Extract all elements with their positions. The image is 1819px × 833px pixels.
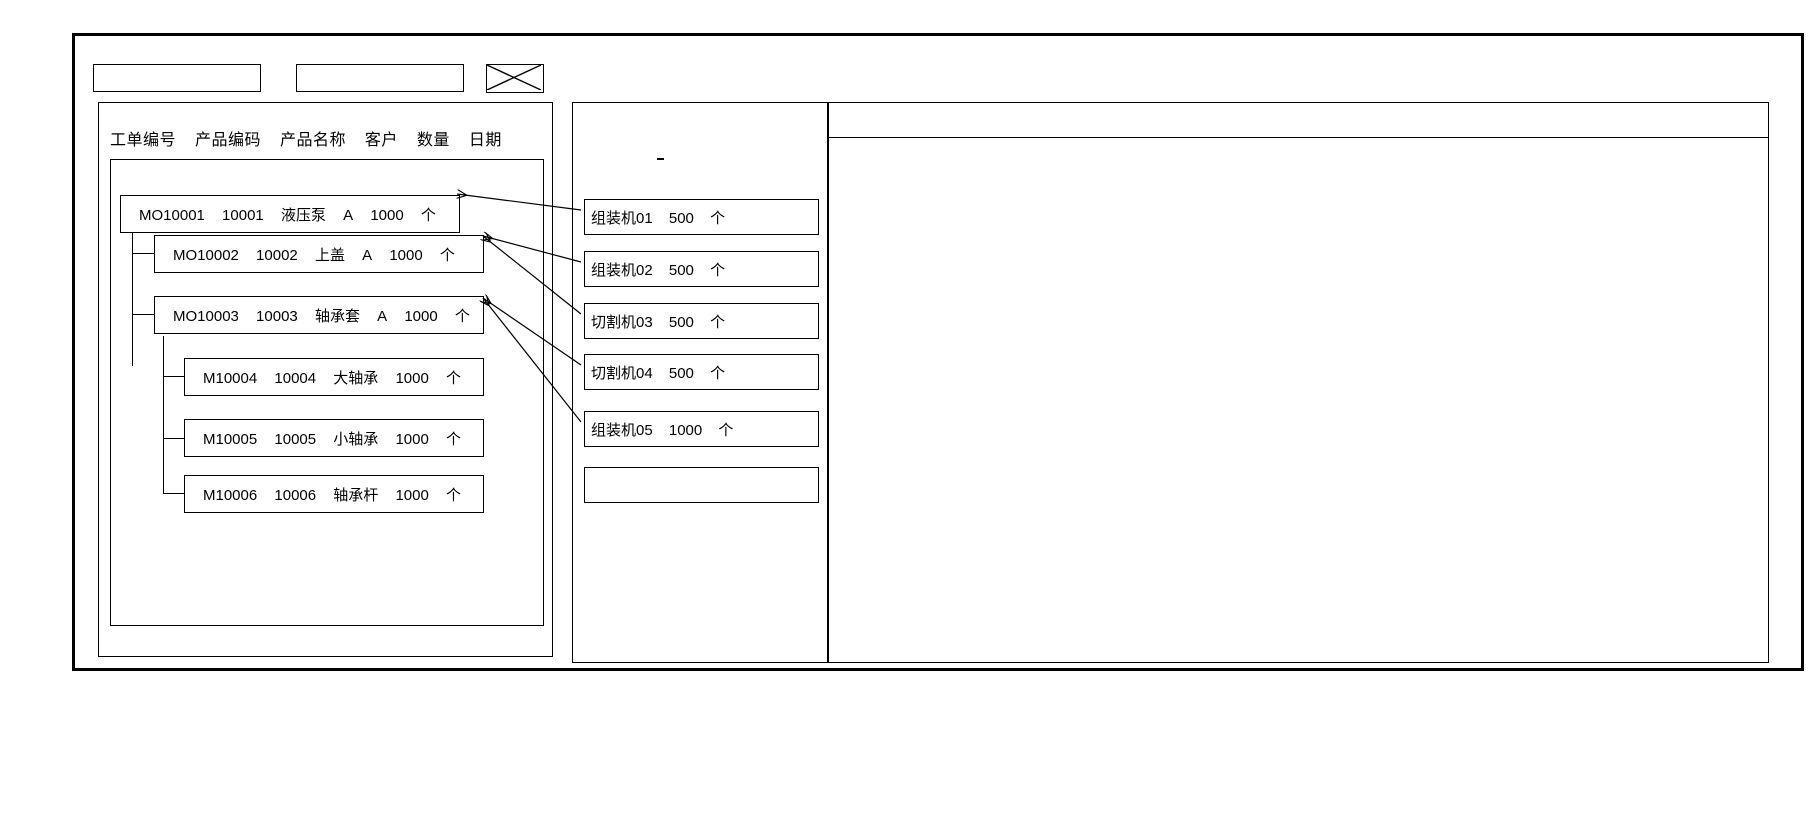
machine-card[interactable]: 组装机01 500 个 — [584, 199, 819, 235]
machine-unit: 个 — [710, 261, 726, 279]
machine-unit: 个 — [710, 209, 726, 227]
row-cells: MO10001 10001 液压泵 A 1000 个 — [121, 204, 449, 225]
cell-order-no: MO10002 — [173, 246, 239, 264]
cell-product-code: 10001 — [222, 206, 264, 224]
column-header-order-no: 工单编号 — [110, 132, 177, 149]
machine-card-text: 组装机01 500 个 — [585, 207, 737, 228]
cell-order-no: MO10001 — [139, 206, 205, 224]
row-cells: MO10002 10002 上盖 A 1000 个 — [155, 244, 468, 265]
column-header-date: 日期 — [468, 132, 502, 149]
table-row[interactable]: MO10001 10001 液压泵 A 1000 个 — [120, 195, 460, 233]
detail-panel — [828, 102, 1769, 663]
cell-qty: 1000 — [395, 486, 429, 504]
cell-product-code: 10004 — [274, 369, 317, 387]
machine-card-text — [585, 477, 603, 494]
work-order-panel: 工单编号 产品编码 产品名称 客户 数量 日期 MO1000 — [98, 102, 553, 657]
cell-customer: A — [377, 307, 388, 325]
tree-line — [163, 438, 184, 440]
cell-product-name: 轴承套 — [314, 307, 360, 325]
table-row[interactable]: M10006 10006 轴承杆 1000 个 — [184, 475, 484, 513]
tree-line — [132, 314, 154, 316]
cell-product-code: 10002 — [256, 246, 298, 264]
crossed-box-icon[interactable] — [486, 63, 544, 93]
app-window-frame: 工单编号 产品编码 产品名称 客户 数量 日期 MO1000 — [72, 33, 1804, 671]
cell-order-no: M10005 — [203, 430, 258, 448]
row-cells: M10004 10004 大轴承 1000 个 — [185, 367, 474, 388]
machine-qty: 500 — [668, 313, 694, 331]
table-row[interactable]: M10005 10005 小轴承 1000 个 — [184, 419, 484, 457]
cell-unit: 个 — [454, 307, 470, 325]
row-cells: M10006 10006 轴承杆 1000 个 — [185, 484, 474, 505]
cell-unit: 个 — [420, 206, 436, 224]
cell-product-name: 液压泵 — [280, 206, 326, 224]
machine-name: 组装机01 — [591, 209, 653, 227]
machine-unit: 个 — [710, 313, 726, 331]
cell-product-code: 10006 — [274, 486, 317, 504]
machine-card[interactable]: 切割机04 500 个 — [584, 354, 819, 390]
machine-card[interactable]: 组装机02 500 个 — [584, 251, 819, 287]
machine-unit: 个 — [710, 364, 726, 382]
toolbar-field-1[interactable] — [93, 64, 261, 92]
cell-qty: 1000 — [404, 307, 438, 325]
machine-schedule-panel: 组装机01 500 个 组装机02 500 个 切割机03 500 个 — [572, 102, 828, 663]
work-order-tree: MO10001 10001 液压泵 A 1000 个 MO10002 10002… — [110, 159, 544, 626]
cell-qty: 1000 — [395, 430, 429, 448]
cell-order-no: M10006 — [203, 486, 258, 504]
machine-unit: 个 — [718, 421, 734, 439]
column-header-qty: 数量 — [416, 132, 450, 149]
toolbar — [93, 63, 544, 93]
cell-product-code: 10005 — [274, 430, 317, 448]
machine-name: 切割机04 — [591, 364, 653, 382]
machine-name: 组装机05 — [591, 421, 653, 439]
machine-card-text: 组装机05 1000 个 — [585, 419, 745, 440]
cell-unit: 个 — [446, 430, 462, 448]
cell-product-code: 10003 — [256, 307, 298, 325]
machine-card[interactable]: 切割机03 500 个 — [584, 303, 819, 339]
tree-line — [132, 214, 134, 366]
column-header-product-code: 产品编码 — [194, 132, 261, 149]
tree-line — [132, 253, 154, 255]
column-headers: 工单编号 产品编码 产品名称 客户 数量 日期 — [110, 126, 502, 150]
row-cells: MO10003 10003 轴承套 A 1000 个 — [155, 305, 483, 326]
cell-qty: 1000 — [389, 246, 423, 264]
column-header-customer: 客户 — [364, 132, 398, 149]
machine-card-text: 切割机03 500 个 — [585, 311, 737, 332]
cell-customer: A — [362, 246, 373, 264]
table-row[interactable]: M10004 10004 大轴承 1000 个 — [184, 358, 484, 396]
tree-line — [163, 336, 165, 494]
cell-product-name: 上盖 — [314, 246, 345, 264]
machine-card[interactable]: 组装机05 1000 个 — [584, 411, 819, 447]
cell-product-name: 大轴承 — [333, 369, 379, 387]
machine-qty: 1000 — [668, 421, 703, 439]
machine-card-empty[interactable] — [584, 467, 819, 503]
toolbar-field-2[interactable] — [296, 64, 464, 92]
machine-card-text: 切割机04 500 个 — [585, 362, 737, 383]
table-row[interactable]: MO10003 10003 轴承套 A 1000 个 — [154, 296, 484, 334]
cell-unit: 个 — [446, 369, 462, 387]
panel-marker — [657, 158, 664, 160]
cell-customer: A — [343, 206, 354, 224]
detail-panel-header-divider — [829, 137, 1768, 138]
cell-qty: 1000 — [395, 369, 429, 387]
cell-unit: 个 — [439, 246, 455, 264]
table-row[interactable]: MO10002 10002 上盖 A 1000 个 — [154, 235, 484, 273]
machine-name: 切割机03 — [591, 313, 653, 331]
machine-qty: 500 — [668, 209, 694, 227]
machine-card-text: 组装机02 500 个 — [585, 259, 737, 280]
cell-qty: 1000 — [370, 206, 404, 224]
machine-qty: 500 — [668, 364, 694, 382]
cell-unit: 个 — [446, 486, 462, 504]
cell-order-no: M10004 — [203, 369, 258, 387]
row-cells: M10005 10005 小轴承 1000 个 — [185, 428, 474, 449]
column-header-product-name: 产品名称 — [279, 132, 346, 149]
cell-order-no: MO10003 — [173, 307, 239, 325]
cell-product-name: 小轴承 — [333, 430, 379, 448]
cell-product-name: 轴承杆 — [333, 486, 379, 504]
tree-line — [163, 376, 184, 378]
machine-name: 组装机02 — [591, 261, 653, 279]
tree-line — [163, 493, 184, 495]
machine-qty: 500 — [668, 261, 694, 279]
